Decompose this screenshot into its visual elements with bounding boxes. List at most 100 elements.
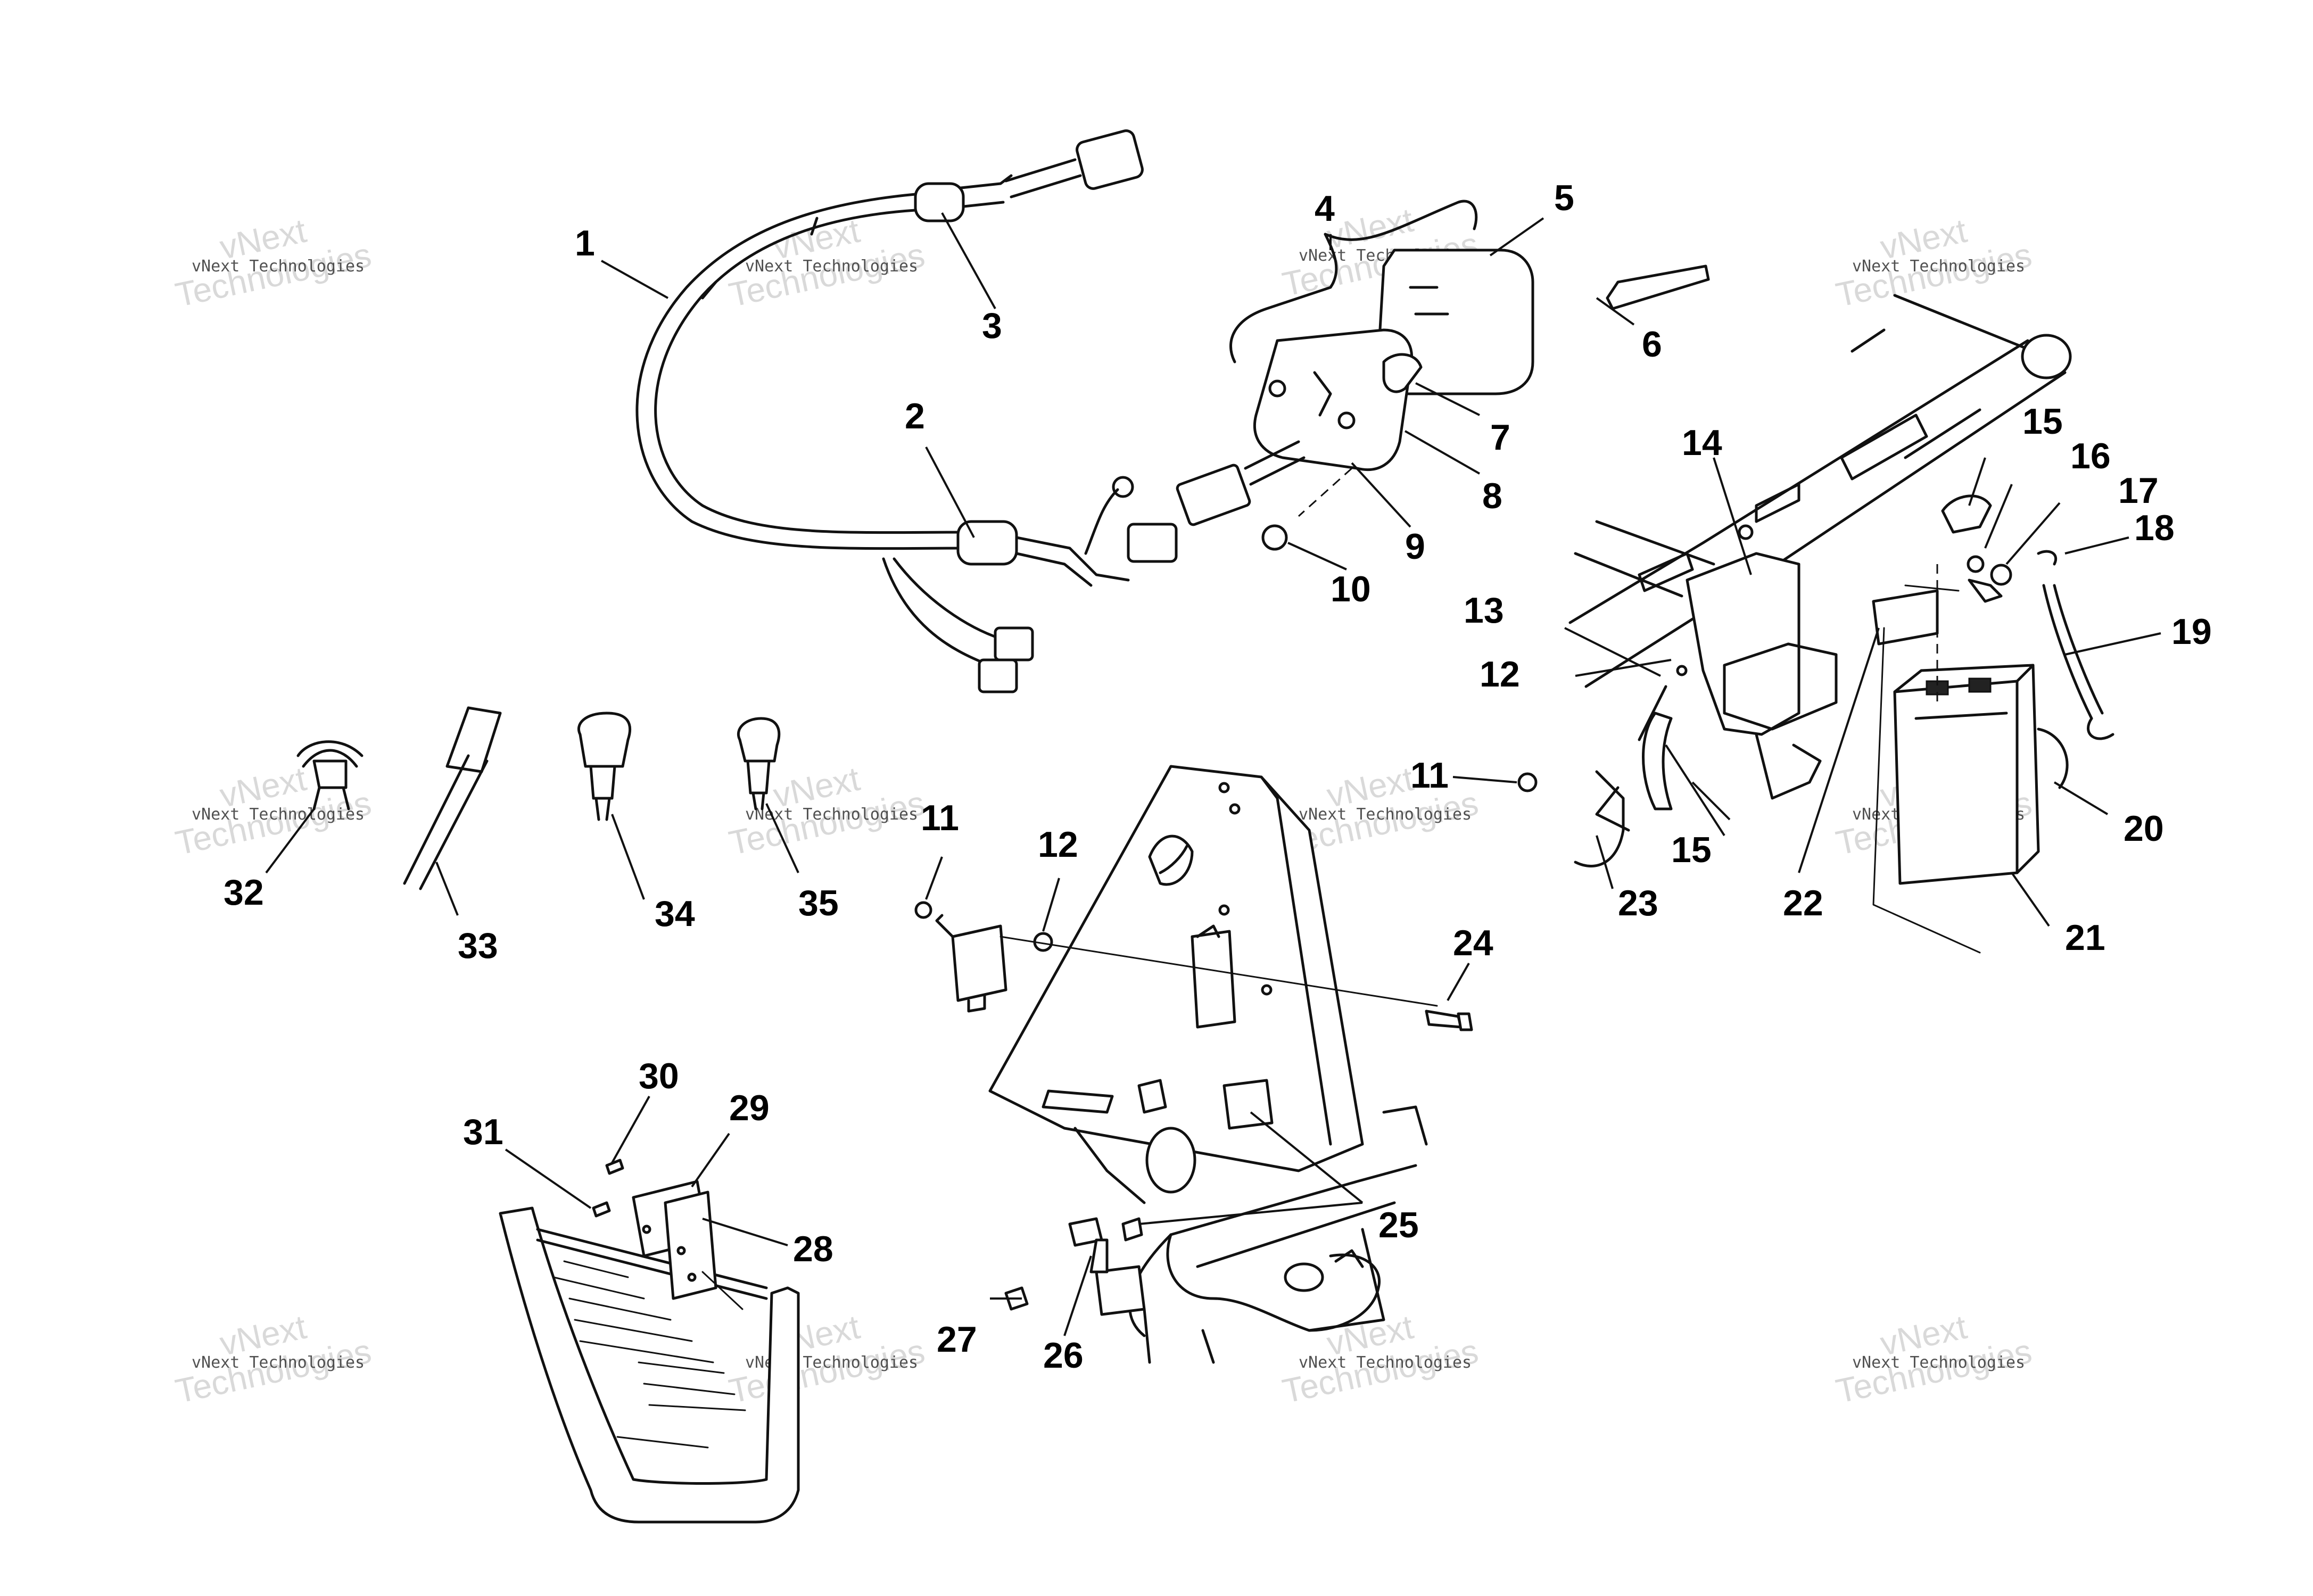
bolt-head [1967,555,1985,573]
bulb [1382,353,1423,393]
callout-20: 20 [2124,808,2164,849]
callout-2: 2 [905,396,925,436]
callout-16: 16 [2070,436,2111,476]
rubber-pad [1137,1079,1167,1114]
callout-32: 32 [224,872,264,913]
callout-12: 12 [1480,654,1520,694]
callout-5: 5 [1554,178,1574,218]
callout-17: 17 [2118,470,2159,511]
callout-27: 27 [937,1319,977,1360]
callout-10: 10 [1331,569,1371,609]
callout-13: 13 [1464,590,1504,631]
cable-clamp [1642,712,1673,811]
flap-bracket [664,1190,717,1300]
washer [1990,564,2012,586]
mounting-panel [988,765,1364,1172]
hole [687,1272,697,1282]
wire-clip [737,717,781,763]
watermark: Technologies vNext vNext Technologies [1832,1308,2035,1411]
mud-flap-assembly [499,1159,800,1524]
harness-connector [956,520,1018,566]
harness-plug [994,626,1034,661]
washer [1676,665,1688,676]
watermarks: Technologies vNext vNext Technologies Te… [172,201,2035,1411]
wire-clip [577,712,632,768]
hole [642,1225,651,1234]
watermark: Technologies vNext vNext Technologies [725,1308,928,1411]
clip [1089,1238,1109,1274]
callout-30: 30 [639,1056,679,1096]
clip [1121,1217,1143,1242]
watermark: Technologies vNext vNext Technologies [172,211,374,315]
harness-plug [978,658,1018,693]
rivet [1218,904,1230,916]
rear-panel [914,765,1473,1194]
watermark-text: vNext Technologies [192,257,365,276]
harness-plug [1127,523,1178,563]
mud-flap-frame [499,1206,800,1524]
grommet [1222,1079,1274,1130]
hitch-block [1095,1265,1146,1316]
watermark: Technologies vNext vNext Technologies [1279,1308,1481,1411]
ignition-module [951,924,1007,1002]
battery-bracket [1686,552,1800,736]
watermark-text: vNext Technologies [1852,257,2025,276]
callout-23: 23 [1618,883,1658,923]
watermark-text: vNext Technologies [192,805,365,824]
callout-15b: 15 [1671,830,1712,870]
callout-4: 4 [1315,188,1335,229]
callout-25: 25 [1378,1205,1419,1245]
rear-frame [1004,1105,1428,1364]
callout-22: 22 [1783,883,1823,923]
label-plate [1042,1089,1114,1114]
callout-9: 9 [1405,526,1425,567]
nut [914,901,932,919]
fasteners [296,706,781,890]
leader-lines [265,212,2161,1336]
callout-35: 35 [798,883,839,923]
callout-labels: 1 2 3 4 5 6 7 8 9 10 11 12 13 14 15 16 1… [224,178,2212,1376]
callout-33: 33 [458,925,498,966]
panel-bracket [1191,930,1236,1029]
nut [1517,772,1538,792]
callout-31: 31 [463,1112,503,1152]
screw [605,1159,624,1175]
cable-tie-head [445,706,502,773]
callout-34: 34 [655,894,695,934]
watermark-text: vNext Technologies [192,1353,365,1372]
callout-1: 1 [575,223,595,263]
harness-connector [914,182,965,222]
hitch-pin [1284,1262,1324,1292]
callout-11: 11 [1410,755,1449,796]
watermark-text: vNext Technologies [1852,1353,2025,1372]
bolt [1606,264,1710,310]
nut [1261,524,1288,551]
rivet [1218,782,1230,793]
terminal-boot [1941,494,1992,534]
callout-24: 24 [1453,923,1493,963]
bulb-socket [1176,464,1251,526]
callout-14: 14 [1682,423,1722,463]
bolt-head [1457,1012,1473,1031]
watermark-text: vNext Technologies [745,257,918,276]
callout-15: 15 [2022,401,2063,442]
watermark-text: vNext Technologies [1299,805,1472,824]
callout-3: 3 [982,305,1002,346]
callout-12b: 12 [1038,824,1078,865]
screw [592,1201,611,1218]
panel-hole [1145,1127,1196,1194]
harness-plug [1076,129,1144,190]
watermark: Technologies vNext vNext Technologies [1832,211,2035,315]
watermark: Technologies vNext vNext Technologies [172,1308,374,1411]
callout-29: 29 [729,1088,770,1128]
callout-7: 7 [1490,417,1510,458]
rivet [1229,803,1241,815]
callout-18: 18 [2134,508,2175,548]
callout-26: 26 [1043,1335,1084,1376]
rivet [1261,984,1273,996]
callout-11b: 11 [921,798,959,838]
push-rivet [312,759,348,789]
watermark-text: vNext Technologies [1299,1353,1472,1372]
tail-light-assembly [1176,200,1710,551]
screw [1738,524,1754,540]
